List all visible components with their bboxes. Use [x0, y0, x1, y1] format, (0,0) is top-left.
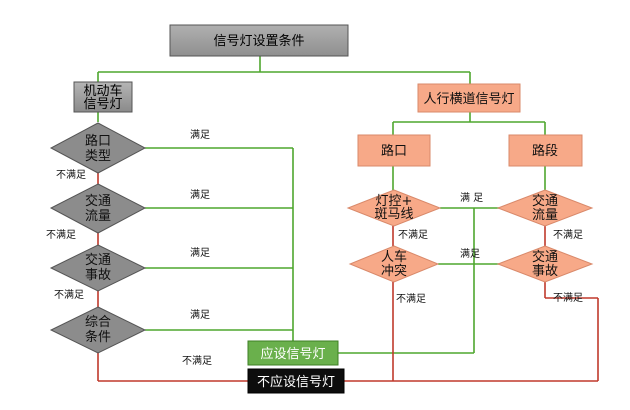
- diamond-text: 综合: [85, 315, 111, 330]
- left-branch-labels: 满足 满足 满足 满足 不满足 不满足 不满足 不满足: [46, 129, 212, 367]
- condition-diamond-section-traffic-accident: 交通 事故: [496, 245, 594, 283]
- green-connectors: [97, 56, 546, 354]
- label-satisfied: 满足: [190, 129, 210, 141]
- label-not-satisfied: 不满足: [398, 229, 428, 241]
- right-branch-labels: 满 足 满足 不满足 不满足 不满足 不满足: [396, 192, 583, 305]
- condition-diamond-signal-zebra: 灯控+ 斑马线: [346, 189, 442, 227]
- diamond-text: 路口: [85, 133, 111, 149]
- motor-header-line1: 机动车: [83, 83, 122, 99]
- condition-diamond-pedestrian-vehicle-conflict: 人车 冲突: [348, 245, 440, 283]
- label-not-satisfied: 不满足: [54, 289, 84, 301]
- diamond-text: 交通: [532, 193, 558, 209]
- diamond-text: 流量: [85, 209, 111, 224]
- condition-diamond-section-traffic-flow: 交通 流量: [496, 189, 594, 227]
- label-not-satisfied: 不满足: [182, 355, 212, 367]
- diamond-text: 交通: [85, 193, 111, 209]
- sub-road-section-text: 路段: [532, 143, 558, 159]
- title-node: 信号灯设置条件: [169, 24, 349, 57]
- label-satisfied: 满足: [190, 309, 210, 321]
- pedestrian-signal-node: 人行横道信号灯: [417, 83, 521, 113]
- condition-diamond-combined: 综合 条件: [49, 306, 147, 354]
- label-not-satisfied: 不满足: [46, 229, 76, 241]
- diamond-text: 交通: [532, 249, 558, 265]
- diamond-text: 条件: [85, 329, 111, 345]
- sub-intersection-text: 路口: [381, 143, 407, 159]
- diamond-text: 冲突: [381, 263, 407, 279]
- condition-diamond-traffic-flow: 交通 流量: [49, 183, 147, 234]
- label-satisfied: 满足: [190, 189, 210, 201]
- motor-header-line2: 信号灯: [83, 97, 122, 112]
- diamond-text: 类型: [85, 149, 111, 164]
- diamond-text: 流量: [532, 208, 558, 223]
- diamond-text: 斑马线: [374, 207, 413, 222]
- condition-diamond-intersection-type: 路口 类型: [49, 122, 147, 174]
- label-satisfied: 满 足: [460, 192, 483, 204]
- label-satisfied: 满足: [190, 247, 210, 259]
- red-connectors: [97, 173, 599, 382]
- label-not-satisfied: 不满足: [56, 169, 86, 181]
- diamond-text: 事故: [532, 264, 558, 279]
- sub-node-road-section: 路段: [508, 134, 583, 167]
- diamond-text: 事故: [85, 268, 111, 283]
- pedestrian-header-text: 人行横道信号灯: [423, 92, 514, 107]
- outcome-yes-text: 应设信号灯: [260, 346, 325, 362]
- label-satisfied: 满足: [460, 248, 480, 260]
- label-not-satisfied: 不满足: [396, 293, 426, 305]
- diamond-text: 人车: [381, 249, 407, 265]
- outcome-should-install: 应设信号灯: [247, 340, 339, 366]
- title-text: 信号灯设置条件: [213, 33, 304, 49]
- condition-diamond-traffic-accident: 交通 事故: [49, 244, 147, 292]
- diamond-text: 灯控+: [376, 194, 413, 209]
- sub-node-intersection: 路口: [357, 134, 431, 167]
- label-not-satisfied: 不满足: [553, 229, 583, 241]
- outcome-no-text: 不应设信号灯: [257, 374, 335, 390]
- label-not-satisfied: 不满足: [553, 292, 583, 304]
- diamond-text: 交通: [85, 252, 111, 268]
- outcome-should-not-install: 不应设信号灯: [247, 368, 345, 394]
- motor-vehicle-signal-node: 机动车 信号灯: [73, 81, 133, 113]
